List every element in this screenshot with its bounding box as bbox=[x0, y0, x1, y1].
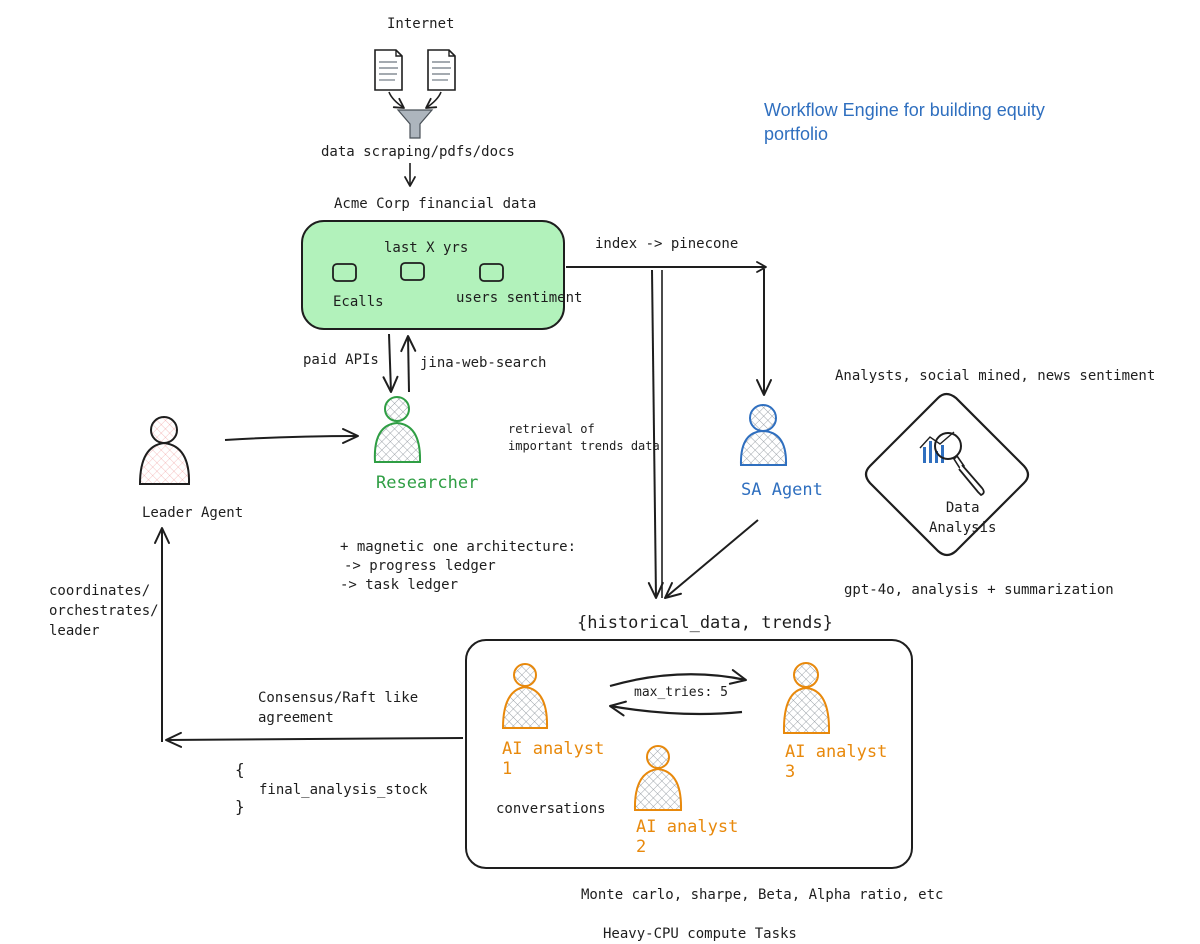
data-slot-icon bbox=[332, 263, 357, 282]
consensus-label: Consensus/Raft like agreement bbox=[258, 690, 419, 726]
web-search-label: jina-web-search bbox=[420, 355, 547, 371]
index-pinecone-label: index -> pinecone bbox=[595, 236, 739, 252]
researcher-label: Researcher bbox=[376, 473, 479, 493]
sa-agent-icon bbox=[739, 404, 788, 466]
leader-role-note: coordinates/ orchestrates/ leader bbox=[49, 583, 159, 639]
ai-analyst-1-label: AI analyst 1 bbox=[502, 739, 605, 779]
ai-analyst-3-icon bbox=[782, 662, 831, 734]
scraping-label: data scraping/pdfs/docs bbox=[321, 144, 515, 160]
arrow-sa-to-compute bbox=[664, 519, 759, 599]
arrow-consensus bbox=[165, 731, 464, 748]
diagram-title: Workflow Engine for building equity port… bbox=[764, 100, 1045, 144]
arrow-paid-apis bbox=[382, 333, 399, 393]
arrow-conversation bbox=[609, 700, 743, 717]
arrow-leader-to-researcher bbox=[224, 428, 359, 445]
period-label: last X yrs bbox=[384, 240, 469, 256]
leader-agent-icon bbox=[138, 416, 191, 485]
arrow-doc-to-funnel bbox=[388, 91, 405, 109]
leader-agent-label: Leader Agent bbox=[142, 505, 244, 521]
data-slot-icon bbox=[479, 263, 504, 282]
data-analysis-diamond bbox=[864, 392, 1030, 557]
progress-ledger-note: -> progress ledger bbox=[344, 558, 496, 574]
funnel-icon bbox=[396, 109, 434, 139]
architecture-note: + magnetic one architecture: bbox=[340, 539, 577, 555]
ai-analyst-1-icon bbox=[501, 663, 549, 729]
document-icon bbox=[427, 49, 456, 91]
paid-apis-label: paid APIs bbox=[303, 352, 379, 368]
ai-analyst-2-label: AI analyst 2 bbox=[636, 817, 739, 857]
compute-box-header: {historical_data, trends} bbox=[577, 613, 833, 633]
arrow-web-search bbox=[400, 335, 417, 393]
arrow-conversation bbox=[609, 669, 747, 688]
retrieval-label: retrieval of important trends data bbox=[508, 422, 660, 453]
financial-data-label: Acme Corp financial data bbox=[334, 196, 537, 212]
data-analysis-label: Data Analysis bbox=[929, 500, 997, 536]
metrics-note: Monte carlo, sharpe, Beta, Alpha ratio, … bbox=[581, 887, 944, 903]
data-slot-icon bbox=[400, 262, 425, 281]
arrow-doc-to-funnel bbox=[425, 91, 442, 109]
ai-analyst-3-label: AI analyst 3 bbox=[785, 742, 888, 782]
gpt-note: gpt-4o, analysis + summarization bbox=[844, 582, 1114, 598]
compute-note: Heavy-CPU compute Tasks bbox=[603, 926, 797, 942]
max-tries-label: max_tries: 5 bbox=[634, 685, 728, 700]
sentiment-label: users sentiment bbox=[456, 290, 583, 306]
sa-agent-label: SA Agent bbox=[741, 480, 823, 500]
researcher-icon bbox=[373, 396, 422, 463]
ecalls-label: Ecalls bbox=[333, 294, 384, 310]
ai-analyst-2-icon bbox=[633, 745, 683, 811]
arrow-retrieval bbox=[647, 269, 664, 599]
output-open-brace: { bbox=[235, 760, 245, 779]
sa-sources-label: Analysts, social mined, news sentiment bbox=[835, 368, 1156, 384]
output-close-brace: } bbox=[235, 797, 245, 816]
document-icon bbox=[374, 49, 403, 91]
output-field: final_analysis_stock bbox=[259, 782, 428, 798]
conversations-label: conversations bbox=[496, 801, 606, 817]
internet-label: Internet bbox=[387, 16, 455, 32]
analytics-magnifier-icon bbox=[919, 431, 985, 497]
task-ledger-note: -> task ledger bbox=[340, 577, 459, 593]
financial-data-box bbox=[301, 220, 565, 330]
